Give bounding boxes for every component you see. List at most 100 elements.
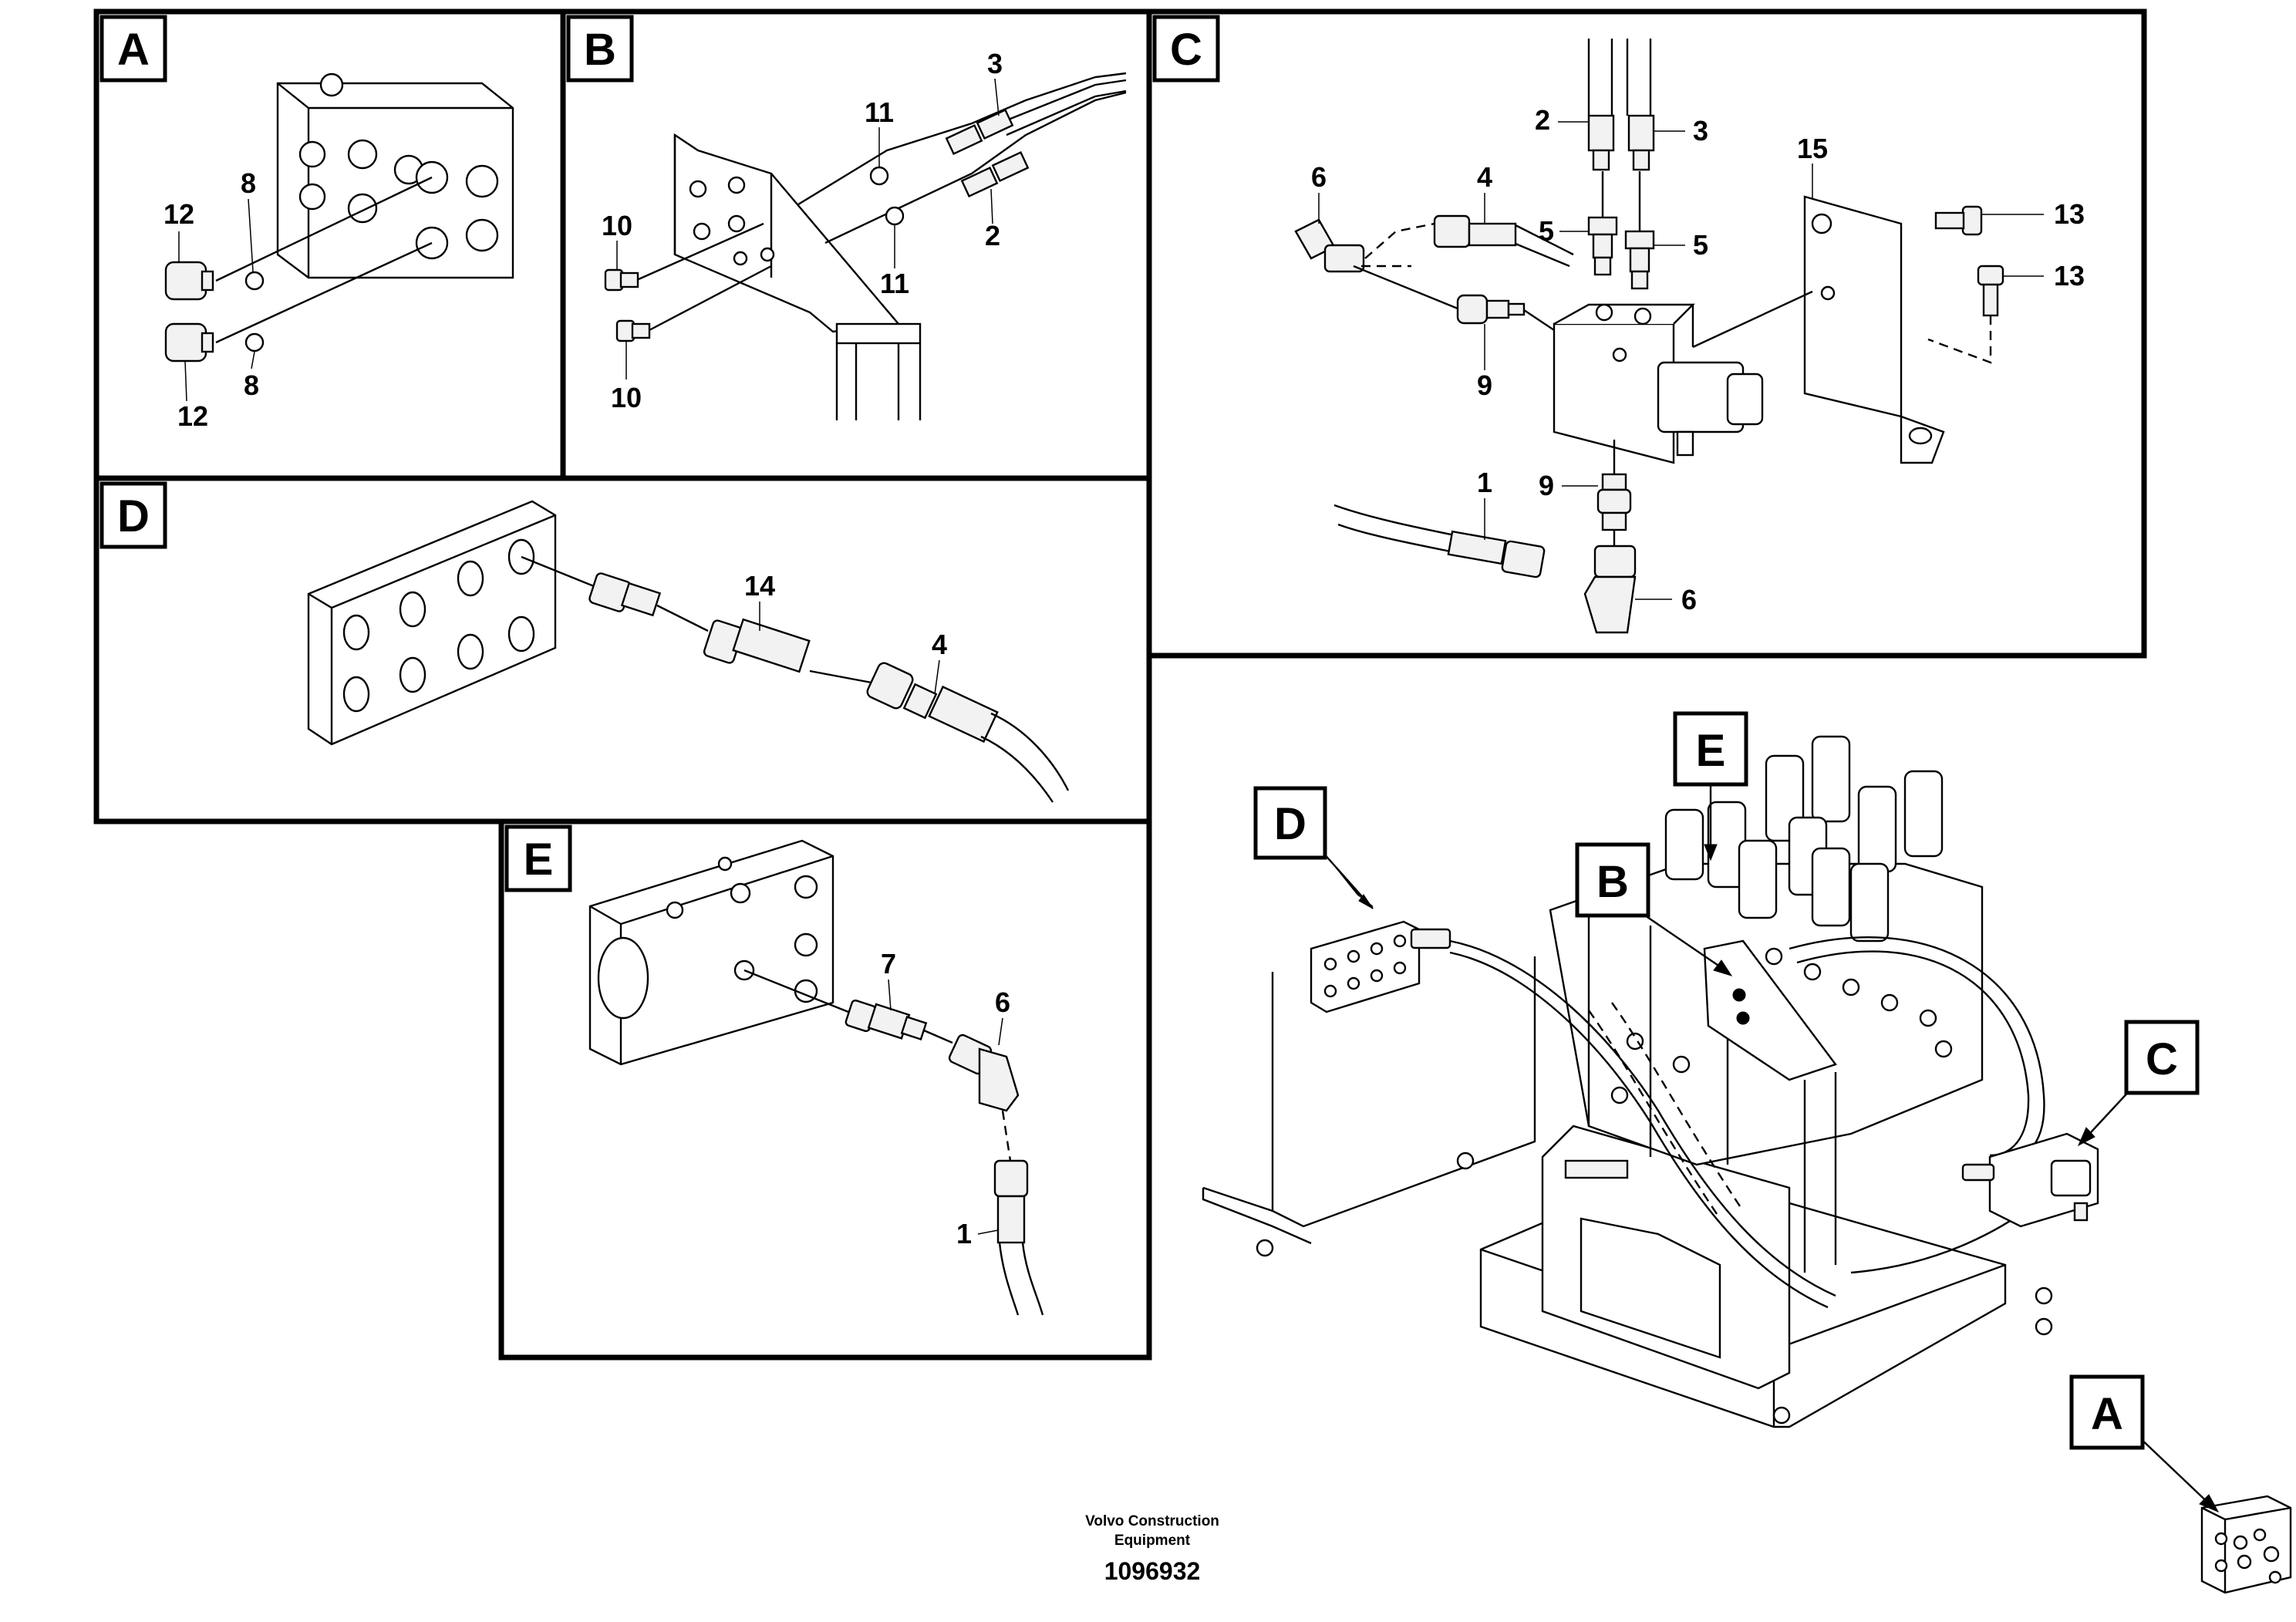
adapter-5-right <box>1624 230 1655 290</box>
bolt-13-upper <box>1934 205 1983 236</box>
bolt-13-lower <box>1977 265 2004 317</box>
overview-solenoid-c <box>1961 1132 2099 1228</box>
valve-block-e <box>588 839 834 1066</box>
manifold-plate <box>307 500 557 746</box>
pointer-c: C <box>2077 1020 2200 1147</box>
panel-b-label: B <box>584 25 616 75</box>
callout-6: 6 <box>1681 584 1697 615</box>
company-name-line2: Equipment <box>1114 1533 1191 1549</box>
elbow-6 <box>948 1034 1020 1112</box>
pointer-e: E <box>1673 711 1748 862</box>
callout-11: 11 <box>865 96 894 128</box>
adapter-fitting <box>588 572 662 617</box>
callout-13: 13 <box>2054 198 2085 230</box>
callout-15: 15 <box>1797 133 1828 164</box>
adapter-5-left <box>1587 216 1618 276</box>
panel-e-label: E <box>524 835 554 885</box>
callout-10: 10 <box>611 382 642 413</box>
panel-e-label-box <box>504 824 572 892</box>
panel-a-label-box <box>99 15 167 83</box>
panel-c-label-box <box>1152 15 1220 83</box>
callout-7: 7 <box>881 948 896 980</box>
callout-4: 4 <box>1477 161 1492 193</box>
overview-manifold-d <box>1310 920 1451 1013</box>
callout-3: 3 <box>1693 115 1708 147</box>
callout-1: 1 <box>956 1218 972 1249</box>
panel-e-frame <box>498 818 1152 1361</box>
panel-d-frame <box>93 475 1152 824</box>
valve-detail-holes <box>1610 947 1953 1104</box>
callout-6: 6 <box>1311 161 1327 193</box>
callout-2: 2 <box>985 220 1000 251</box>
plug-12-lower <box>164 322 214 363</box>
panel-e: E 7 6 1 <box>498 818 1152 1361</box>
mounting-bracket <box>673 133 922 420</box>
nameplate <box>1564 1159 1629 1179</box>
panel-c: C <box>1146 8 2147 659</box>
bolt-10-lower <box>615 319 651 342</box>
pointer-a-label: A <box>2091 1389 2123 1439</box>
callout-8: 8 <box>241 167 256 199</box>
nut-11-lower <box>885 206 905 226</box>
callout-11: 11 <box>880 268 909 299</box>
hoses-2-3-top <box>1587 39 1655 171</box>
panel-b-label-box <box>566 15 634 83</box>
panel-d-label: D <box>117 491 150 541</box>
hose-1 <box>1333 504 1546 578</box>
seal-ring-8-upper <box>244 271 265 291</box>
solenoid-valve <box>1553 303 1764 464</box>
drawing-number: 1096932 <box>1104 1557 1201 1585</box>
callout-4: 4 <box>932 629 947 660</box>
nut-11-upper <box>869 166 889 186</box>
pointer-c-label: C <box>2146 1034 2178 1084</box>
callout-8: 8 <box>244 369 259 401</box>
panel-b: B 3 11 <box>560 8 1152 481</box>
footer: Volvo Construction Equipment 1096932 <box>1085 1513 1219 1585</box>
adapter-9-lower <box>1596 473 1632 531</box>
panel-a: A 12 8 8 12 <box>93 8 566 481</box>
hose-4-fitting <box>1433 214 1574 268</box>
callout-13: 13 <box>2054 260 2085 292</box>
pointer-d: D <box>1253 786 1374 909</box>
callout-6: 6 <box>995 986 1010 1018</box>
pointer-e-label: E <box>1696 726 1726 776</box>
panel-a-label: A <box>117 25 150 75</box>
callout-9: 9 <box>1539 470 1554 501</box>
callout-12: 12 <box>177 400 208 432</box>
bolt-10-upper <box>604 268 639 292</box>
pointer-a: A <box>2069 1374 2220 1513</box>
callout-5: 5 <box>1539 215 1554 247</box>
plug-12-upper <box>164 261 214 301</box>
callout-5: 5 <box>1693 229 1708 261</box>
panel-c-label: C <box>1170 25 1202 75</box>
valve-block-a <box>276 73 514 279</box>
elbow-6-lower <box>1583 545 1637 634</box>
hose-1-e <box>993 1159 1044 1316</box>
callout-1: 1 <box>1477 467 1492 498</box>
pointer-b: B <box>1575 842 1733 976</box>
callout-9: 9 <box>1477 369 1492 401</box>
panel-d-label-box <box>99 481 167 549</box>
bracket-15 <box>1803 195 1945 464</box>
check-valve-14 <box>703 618 811 673</box>
callout-3: 3 <box>987 48 1003 79</box>
pointer-d-label: D <box>1274 799 1306 849</box>
callout-12: 12 <box>164 198 194 230</box>
adapter-9-left <box>1456 294 1526 325</box>
hose-4-end <box>866 662 1070 803</box>
adapter-7 <box>845 999 928 1040</box>
callout-10: 10 <box>602 210 632 241</box>
seal-ring-8-lower <box>244 332 265 352</box>
hose-fitting-3 <box>945 108 1014 156</box>
overview-bracket <box>1703 939 1837 1081</box>
overview-block-a <box>2200 1495 2292 1594</box>
elbow-6-upper <box>1294 218 1365 273</box>
hose-fitting-2 <box>960 150 1030 198</box>
cabinet-frame <box>1271 956 1536 1228</box>
valve-spools <box>1664 735 1944 943</box>
callout-2: 2 <box>1535 104 1550 136</box>
panel-c-frame <box>1146 8 2147 659</box>
company-name-line1: Volvo Construction <box>1085 1513 1219 1529</box>
pointer-b-label: B <box>1596 857 1629 907</box>
